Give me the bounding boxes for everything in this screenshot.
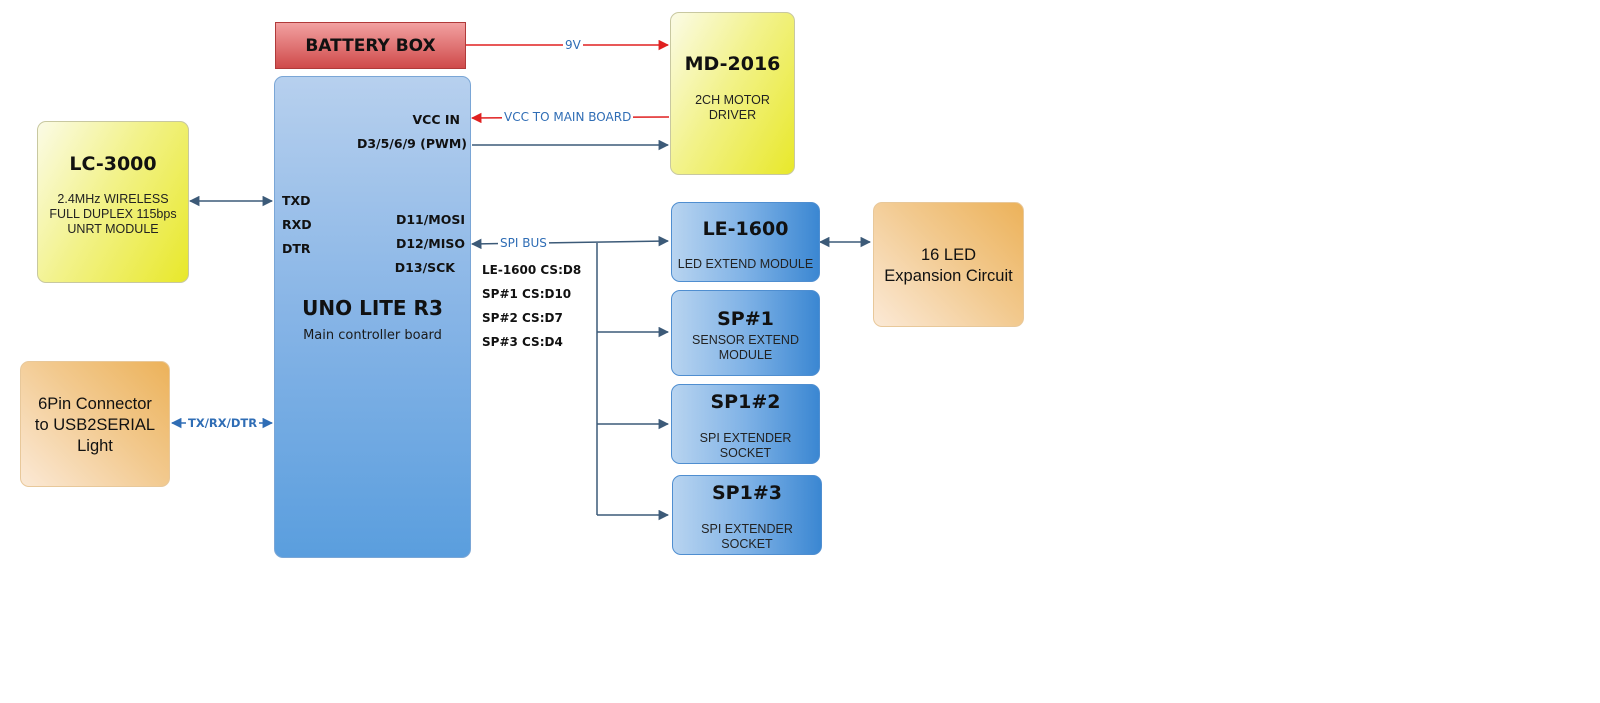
cs-label-sp2: SP#2 CS:D7 [482,311,563,325]
led16-title: 16 LED Expansion Circuit [884,246,1013,285]
battery-box-title: BATTERY BOX [305,36,436,56]
sp2-title: SP1#2 [710,391,781,413]
uno-title: UNO LITE R3 [302,296,443,320]
usb-connector-title: 6Pin Connector to USB2SERIAL Light [34,395,156,455]
cs-label-le1600: LE-1600 CS:D8 [482,263,582,277]
sp1-subtitle: SENSOR EXTEND MODULE [692,333,799,362]
pin-dtr: DTR [282,241,311,256]
pin-pwm: D3/5/6/9 (PWM) [356,136,467,151]
md2016-title: MD-2016 [684,53,781,75]
uno-subtitle: Main controller board [303,328,442,343]
pin-txd: TXD [282,193,311,208]
pin-miso: D12/MISO [395,236,465,251]
label-spi-bus: SPI BUS [498,236,549,250]
pin-vcc-in: VCC IN [412,112,461,127]
sp2-box: SP1#2 SPI EXTENDER SOCKET [671,384,820,464]
label-9v: 9V [563,38,583,52]
label-txrxdtr: TX/RX/DTR [186,416,260,430]
led16-box: 16 LED Expansion Circuit [873,202,1024,327]
lc3000-box: LC-3000 2.4MHz WIRELESS FULL DUPLEX 115b… [37,121,189,283]
pin-rxd: RXD [282,217,312,232]
sp1-box: SP#1 SENSOR EXTEND MODULE [671,290,820,376]
sp2-subtitle: SPI EXTENDER SOCKET [699,431,792,460]
sp3-box: SP1#3 SPI EXTENDER SOCKET [672,475,822,555]
uno-box: VCC IN D3/5/6/9 (PWM) TXD RXD DTR D11/MO… [274,76,471,558]
cs-label-sp3: SP#3 CS:D4 [482,335,563,349]
usb-connector-box: 6Pin Connector to USB2SERIAL Light [20,361,170,487]
sp3-subtitle: SPI EXTENDER SOCKET [701,522,793,551]
pin-mosi: D11/MOSI [395,212,465,227]
le1600-box: LE-1600 LED EXTEND MODULE [671,202,820,282]
md2016-box: MD-2016 2CH MOTOR DRIVER [670,12,795,175]
md2016-subtitle: 2CH MOTOR DRIVER [695,93,770,122]
lc3000-title: LC-3000 [69,153,157,175]
le1600-title: LE-1600 [702,218,789,240]
lc3000-subtitle: 2.4MHz WIRELESS FULL DUPLEX 115bps UNRT … [49,192,177,236]
battery-box: BATTERY BOX [275,22,466,69]
sp3-title: SP1#3 [712,482,782,504]
label-vcc-main: VCC TO MAIN BOARD [502,110,634,124]
cs-label-sp1: SP#1 CS:D10 [482,287,572,301]
le1600-subtitle: LED EXTEND MODULE [677,257,814,271]
pin-sck: D13/SCK [394,260,455,275]
sp1-title: SP#1 [717,308,774,330]
